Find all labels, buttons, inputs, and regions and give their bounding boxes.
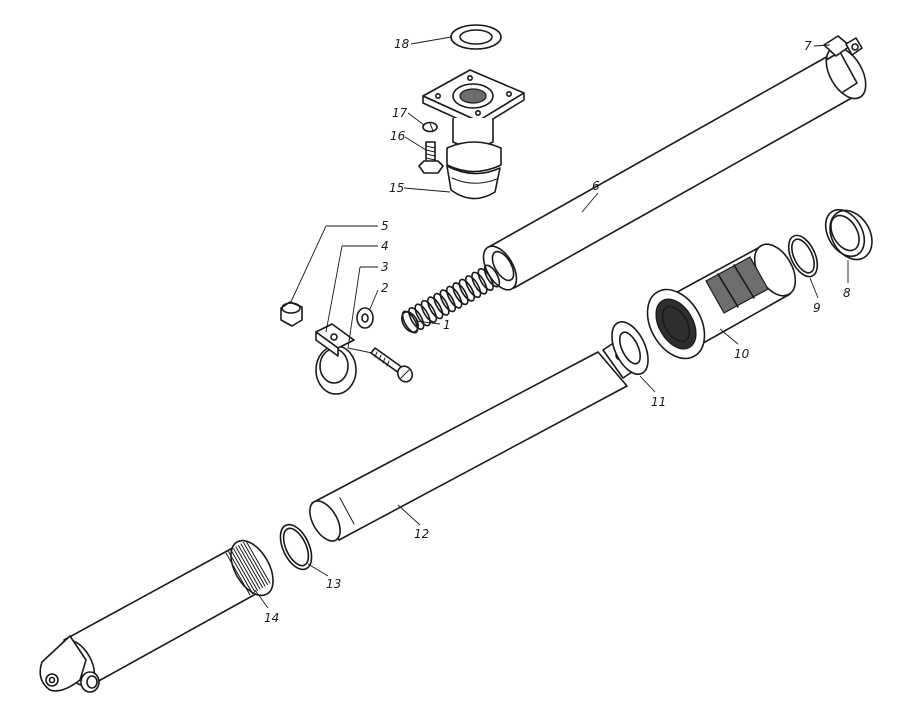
label-9: 9 [813, 301, 821, 315]
thread-line [225, 552, 251, 596]
thread-line [243, 542, 268, 585]
spring-coil [414, 303, 431, 327]
lock-washer [422, 121, 438, 133]
spring-coil [458, 278, 475, 302]
thread-line [228, 551, 253, 594]
label-3: 3 [381, 260, 389, 274]
thread-line [240, 543, 266, 587]
spring-coil [427, 296, 444, 320]
flange-gasket [450, 24, 502, 50]
label-6: 6 [592, 179, 600, 193]
spring-coil [452, 282, 469, 306]
label-14: 14 [264, 611, 279, 625]
guide-nut [646, 243, 797, 360]
spring-coil [433, 292, 450, 316]
spring-coil [477, 268, 494, 291]
spring [401, 264, 501, 334]
spring-coil [446, 285, 463, 309]
label-8: 8 [843, 286, 851, 300]
gasket [611, 321, 649, 375]
spring-coil [408, 307, 425, 330]
ring-large [824, 208, 873, 261]
washer-small [356, 307, 374, 329]
label-7: 7 [804, 39, 812, 53]
snap-ring [787, 234, 819, 278]
thread-line [245, 540, 271, 584]
spring-coil [483, 264, 501, 288]
boot-assembly [422, 69, 525, 200]
tube-clamp [823, 35, 863, 57]
clamp [315, 323, 357, 395]
bolt [418, 141, 444, 174]
part-labels: 18 7 17 16 15 6 5 4 3 2 1 9 8 10 11 12 1… [264, 37, 851, 625]
label-12: 12 [414, 527, 429, 541]
label-5: 5 [381, 219, 389, 233]
nut [280, 301, 303, 327]
spring-coil [471, 271, 488, 295]
retaining-ring [279, 523, 313, 571]
spring-coil [439, 289, 456, 313]
label-11: 11 [651, 395, 666, 409]
spring-coil [464, 275, 482, 299]
thread-line [233, 548, 258, 591]
screw [370, 347, 414, 383]
thread-line [238, 545, 263, 588]
leader-lines [254, 36, 849, 609]
cylinder [39, 539, 274, 693]
label-18: 18 [394, 37, 410, 51]
spring-coil [420, 299, 438, 323]
thread-line [230, 549, 256, 593]
label-13: 13 [326, 577, 341, 591]
outer-tube [482, 46, 867, 291]
label-16: 16 [390, 129, 406, 143]
label-17: 17 [392, 106, 408, 120]
label-15: 15 [389, 181, 404, 195]
label-2: 2 [381, 281, 389, 295]
label-4: 4 [381, 239, 389, 253]
thread-line [235, 546, 261, 590]
label-1: 1 [443, 318, 451, 332]
label-10: 10 [734, 347, 750, 361]
spring-coil [401, 310, 419, 334]
